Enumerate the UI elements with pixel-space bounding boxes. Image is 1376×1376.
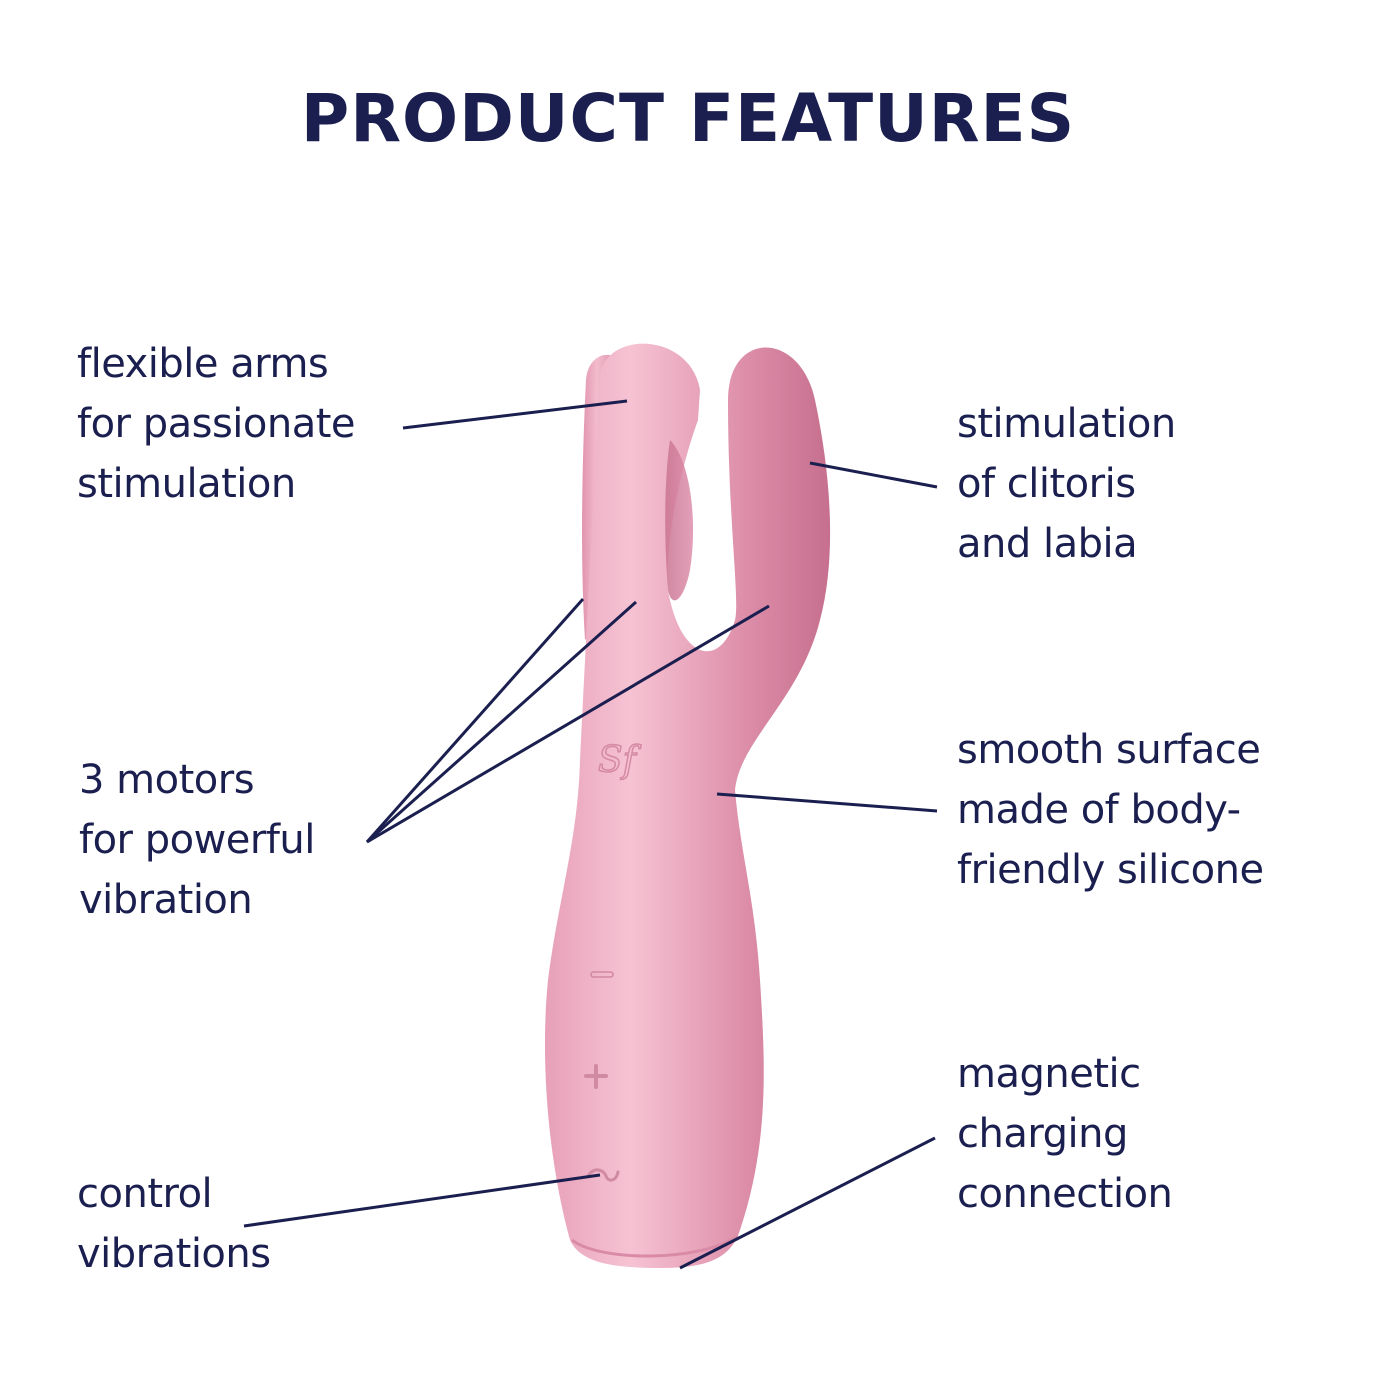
feature-line: stimulation bbox=[957, 401, 1176, 447]
feature-line: connection bbox=[957, 1171, 1173, 1217]
feature-line: and labia bbox=[957, 521, 1138, 567]
leader-motor-1 bbox=[365, 598, 585, 843]
feature-magnetic-charging: magnetic charging connection bbox=[957, 1044, 1173, 1224]
leader-flexible-arms bbox=[402, 399, 628, 430]
feature-line: control bbox=[77, 1171, 213, 1217]
feature-line: for powerful bbox=[79, 817, 315, 863]
leader-magnetic-charging bbox=[679, 1136, 936, 1270]
leader-stimulation-clitoris bbox=[809, 461, 938, 489]
feature-line: vibrations bbox=[77, 1231, 271, 1277]
feature-line: 3 motors bbox=[79, 757, 255, 803]
leader-control-vibrations bbox=[243, 1173, 601, 1228]
feature-line: flexible arms bbox=[77, 341, 329, 387]
feature-line: vibration bbox=[79, 877, 253, 923]
device-body bbox=[544, 343, 831, 1268]
brand-logo: Sf bbox=[597, 739, 642, 782]
plus-button[interactable] bbox=[584, 1064, 608, 1089]
feature-line: of clitoris bbox=[957, 461, 1136, 507]
mode-button[interactable] bbox=[586, 1168, 620, 1182]
leader-smooth-surface bbox=[716, 792, 938, 813]
leader-motor-2 bbox=[366, 600, 637, 844]
feature-three-motors: 3 motors for powerful vibration bbox=[79, 750, 315, 930]
page-title: PRODUCT FEATURES bbox=[300, 80, 1076, 157]
feature-line: stimulation bbox=[77, 461, 296, 507]
feature-line: charging bbox=[957, 1111, 1128, 1157]
feature-line: made of body- bbox=[957, 787, 1241, 833]
feature-stimulation-clitoris: stimulation of clitoris and labia bbox=[957, 394, 1176, 574]
svg-text:Sf: Sf bbox=[598, 740, 642, 781]
leader-lines bbox=[243, 399, 938, 1270]
feature-line: smooth surface bbox=[957, 727, 1261, 773]
feature-line: friendly silicone bbox=[957, 847, 1264, 893]
feature-control-vibrations: control vibrations bbox=[77, 1164, 271, 1284]
feature-flexible-arms: flexible arms for passionate stimulation bbox=[77, 334, 356, 514]
minus-button[interactable] bbox=[590, 971, 614, 978]
feature-line: magnetic bbox=[957, 1051, 1141, 1097]
leader-motor-3 bbox=[366, 604, 770, 844]
feature-smooth-surface: smooth surface made of body- friendly si… bbox=[957, 720, 1264, 900]
feature-line: for passionate bbox=[77, 401, 356, 447]
